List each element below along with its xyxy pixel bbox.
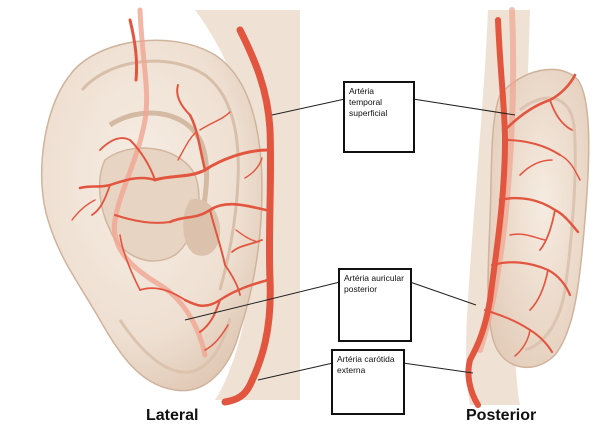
leader-temporal-lateral <box>271 98 346 116</box>
posterior-ear <box>465 7 590 408</box>
lateral-arteries <box>71 18 275 406</box>
posterior-rim <box>519 96 577 352</box>
leader-temporal-posterior <box>412 98 516 116</box>
posterior-arteries <box>465 17 581 408</box>
label-superficial-temporal-artery: Artéria temporal superficial <box>343 81 415 153</box>
lobule <box>118 317 232 374</box>
helix-rim <box>80 59 240 291</box>
leader-auricular-lateral <box>184 281 341 321</box>
leader-lines <box>184 98 516 381</box>
leader-carotid-lateral <box>257 362 334 381</box>
label-external-carotid-artery: Artéria carótida externa <box>331 349 405 415</box>
antihelix <box>108 110 210 231</box>
leader-carotid-posterior <box>402 362 474 374</box>
lateral-ear <box>40 7 300 406</box>
head-skin <box>195 10 300 400</box>
lateral-veins <box>111 7 208 358</box>
label-posterior-auricular-artery: Artéria auricular posterior <box>338 268 412 342</box>
view-label-posterior: Posterior <box>466 407 537 424</box>
view-label-lateral: Lateral <box>146 407 199 424</box>
leader-auricular-posterior <box>409 281 477 306</box>
